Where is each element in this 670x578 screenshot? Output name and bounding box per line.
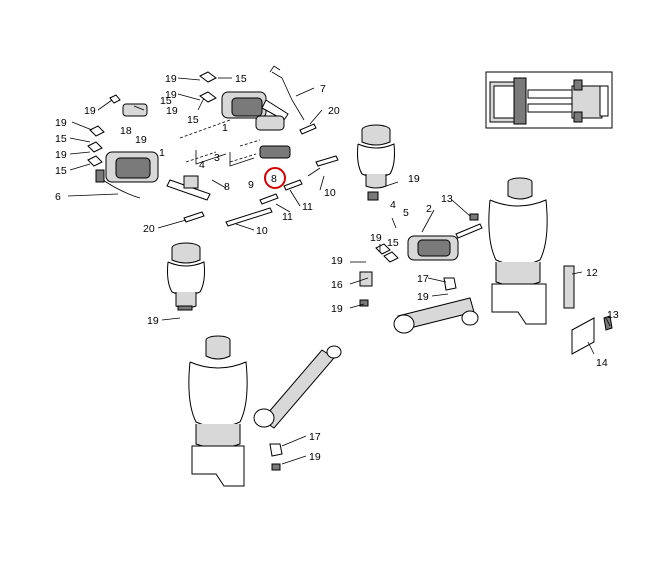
callout-label: 10 [256,225,268,237]
callout-label: 19 [84,105,96,117]
bolts-and-sleeves [183,123,339,227]
callout-label: 15 [187,114,199,126]
callout-label: 1 [159,147,165,159]
callout-label: 4 [390,199,396,211]
callout-label: 20 [328,105,340,117]
callout-label: 19 [55,149,67,161]
small-fittings-left [87,71,217,167]
assembly-guide-lines [179,119,261,167]
callout-label: 19 [135,134,147,146]
callout-label: 15 [160,95,172,107]
height-valve-right [359,213,483,307]
callout-label: 19 [309,451,321,463]
air-spring-small [167,242,205,311]
height-valve-upper [221,65,305,159]
callout-label: 9 [248,179,254,191]
callout-label: 20 [143,223,155,235]
callout-label: 4 [199,159,205,171]
callout-label: 19 [165,73,177,85]
callout-label: 15 [55,165,67,177]
callout-label: 3 [214,152,220,164]
callout-label: 2 [426,203,432,215]
air-spring-assembly-left [188,335,342,487]
callout-label: 7 [320,83,326,95]
callout-label: 19 [165,89,177,101]
callout-label: 19 [408,173,420,185]
callout-label: 19 [370,232,382,244]
callout-label: 17 [309,431,321,443]
callout-label: 19 [166,105,178,117]
callout-label: 10 [324,187,336,199]
callout-label: 19 [147,315,159,327]
callout-label: 16 [331,279,343,291]
callout-label: 12 [586,267,598,279]
bracket-right [563,265,613,355]
highlight-circle [264,167,286,189]
callout-label: 11 [302,201,313,213]
callout-labels: 19 15 19 15 7 19 19 15 18 19 19 15 19 15… [55,73,619,463]
callout-label: 18 [120,125,132,137]
callout-label: 17 [417,273,429,285]
truck-location-icon [485,71,613,129]
callout-label: 14 [596,357,608,369]
callout-label: 8 [224,181,230,193]
callout-label: 15 [387,237,399,249]
callout-label: 13 [607,309,619,321]
callout-label: 8 [271,173,277,185]
callout-label: 15 [235,73,247,85]
callout-label: 6 [55,191,61,203]
callout-label: 19 [417,291,429,303]
height-valve-lower [95,151,211,201]
callout-label: 5 [403,207,409,219]
callout-label: 19 [331,303,343,315]
callout-label: 11 [282,211,293,223]
air-spring-assembly-right [393,177,548,334]
callout-label: 15 [55,133,67,145]
callout-label: 13 [441,193,453,205]
callout-label: 19 [331,255,343,267]
air-spring-small-right [357,124,395,201]
callout-label: 1 [222,122,228,134]
callout-label: 19 [55,117,67,129]
leader-lines [67,77,611,465]
